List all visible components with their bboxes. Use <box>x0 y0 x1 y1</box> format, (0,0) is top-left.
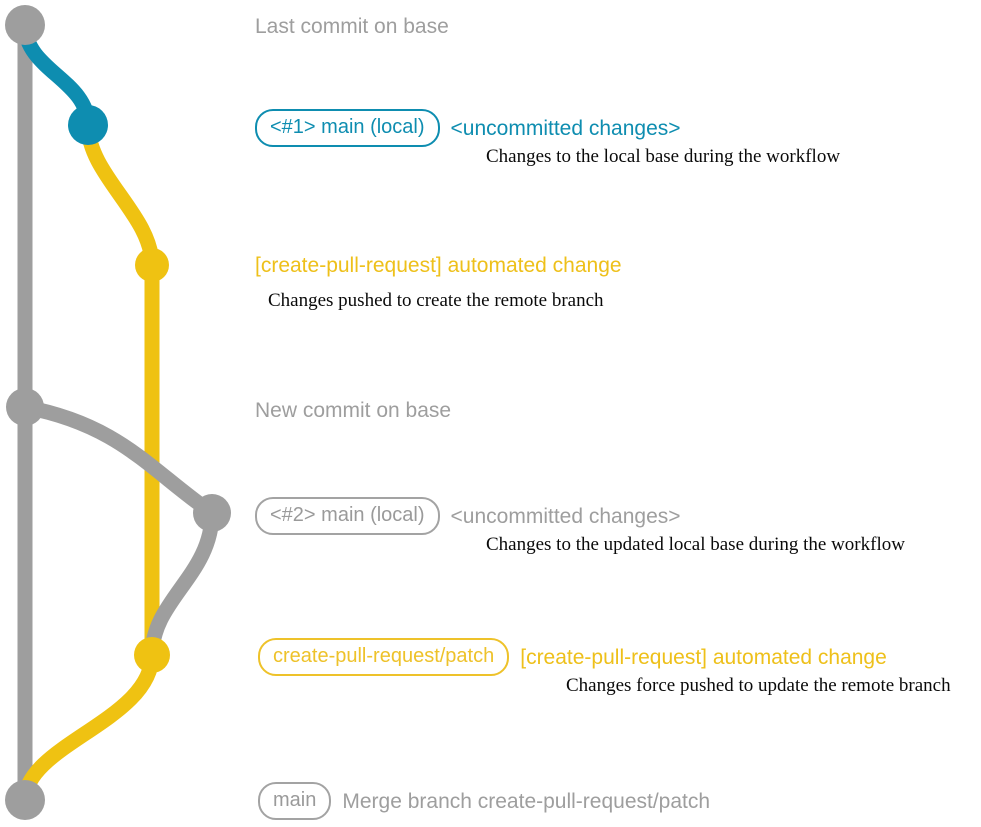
commit-subject-patch-2: [create-pull-request] automated change <box>520 645 887 669</box>
commit-subject-local-2: <uncommitted changes> <box>450 504 681 528</box>
commit-row-local-1: <#1> main (local) <uncommitted changes> <box>255 109 681 147</box>
commit-subject-base-new: New commit on base <box>255 399 452 422</box>
ref-label-main-local-2[interactable]: <#2> main (local) <box>255 497 440 535</box>
ref-label-main[interactable]: main <box>258 782 332 820</box>
edge-basenew-to-local2 <box>17 399 220 521</box>
edge-local2-to-patch2 <box>144 505 220 663</box>
commit-node-local-1 <box>68 105 108 145</box>
commit-subject-local-1: <uncommitted changes> <box>450 116 681 140</box>
commit-row-local-2: <#2> main (local) <uncommitted changes> <box>255 497 681 535</box>
commit-subject-base-last: Last commit on base <box>255 15 449 38</box>
commit-subject-patch-1: [create-pull-request] automated change <box>255 254 622 277</box>
edge-local1-to-patch1 <box>80 117 160 273</box>
commit-node-merge <box>5 780 45 820</box>
commit-note-patch-1: Changes pushed to create the remote bran… <box>268 290 604 311</box>
commit-row-merge: main Merge branch create-pull-request/pa… <box>258 782 710 820</box>
commit-note-patch-2: Changes force pushed to update the remot… <box>566 675 951 696</box>
ref-label-create-pull-request-patch[interactable]: create-pull-request/patch <box>258 638 510 676</box>
commit-node-patch-2 <box>134 637 170 673</box>
ref-label-main-local-1[interactable]: <#1> main (local) <box>255 109 440 147</box>
commit-note-local-1: Changes to the local base during the wor… <box>486 146 841 167</box>
commit-row-patch-2: create-pull-request/patch [create-pull-r… <box>258 638 887 676</box>
commit-node-patch-1 <box>135 248 169 282</box>
commit-node-base-new <box>6 388 44 426</box>
commit-subject-merge: Merge branch create-pull-request/patch <box>342 789 711 813</box>
edge-patch2-to-merge <box>17 647 160 808</box>
commit-node-local-2 <box>193 494 231 532</box>
commit-node-base-last <box>5 5 45 45</box>
commit-note-local-2: Changes to the updated local base during… <box>486 534 905 555</box>
